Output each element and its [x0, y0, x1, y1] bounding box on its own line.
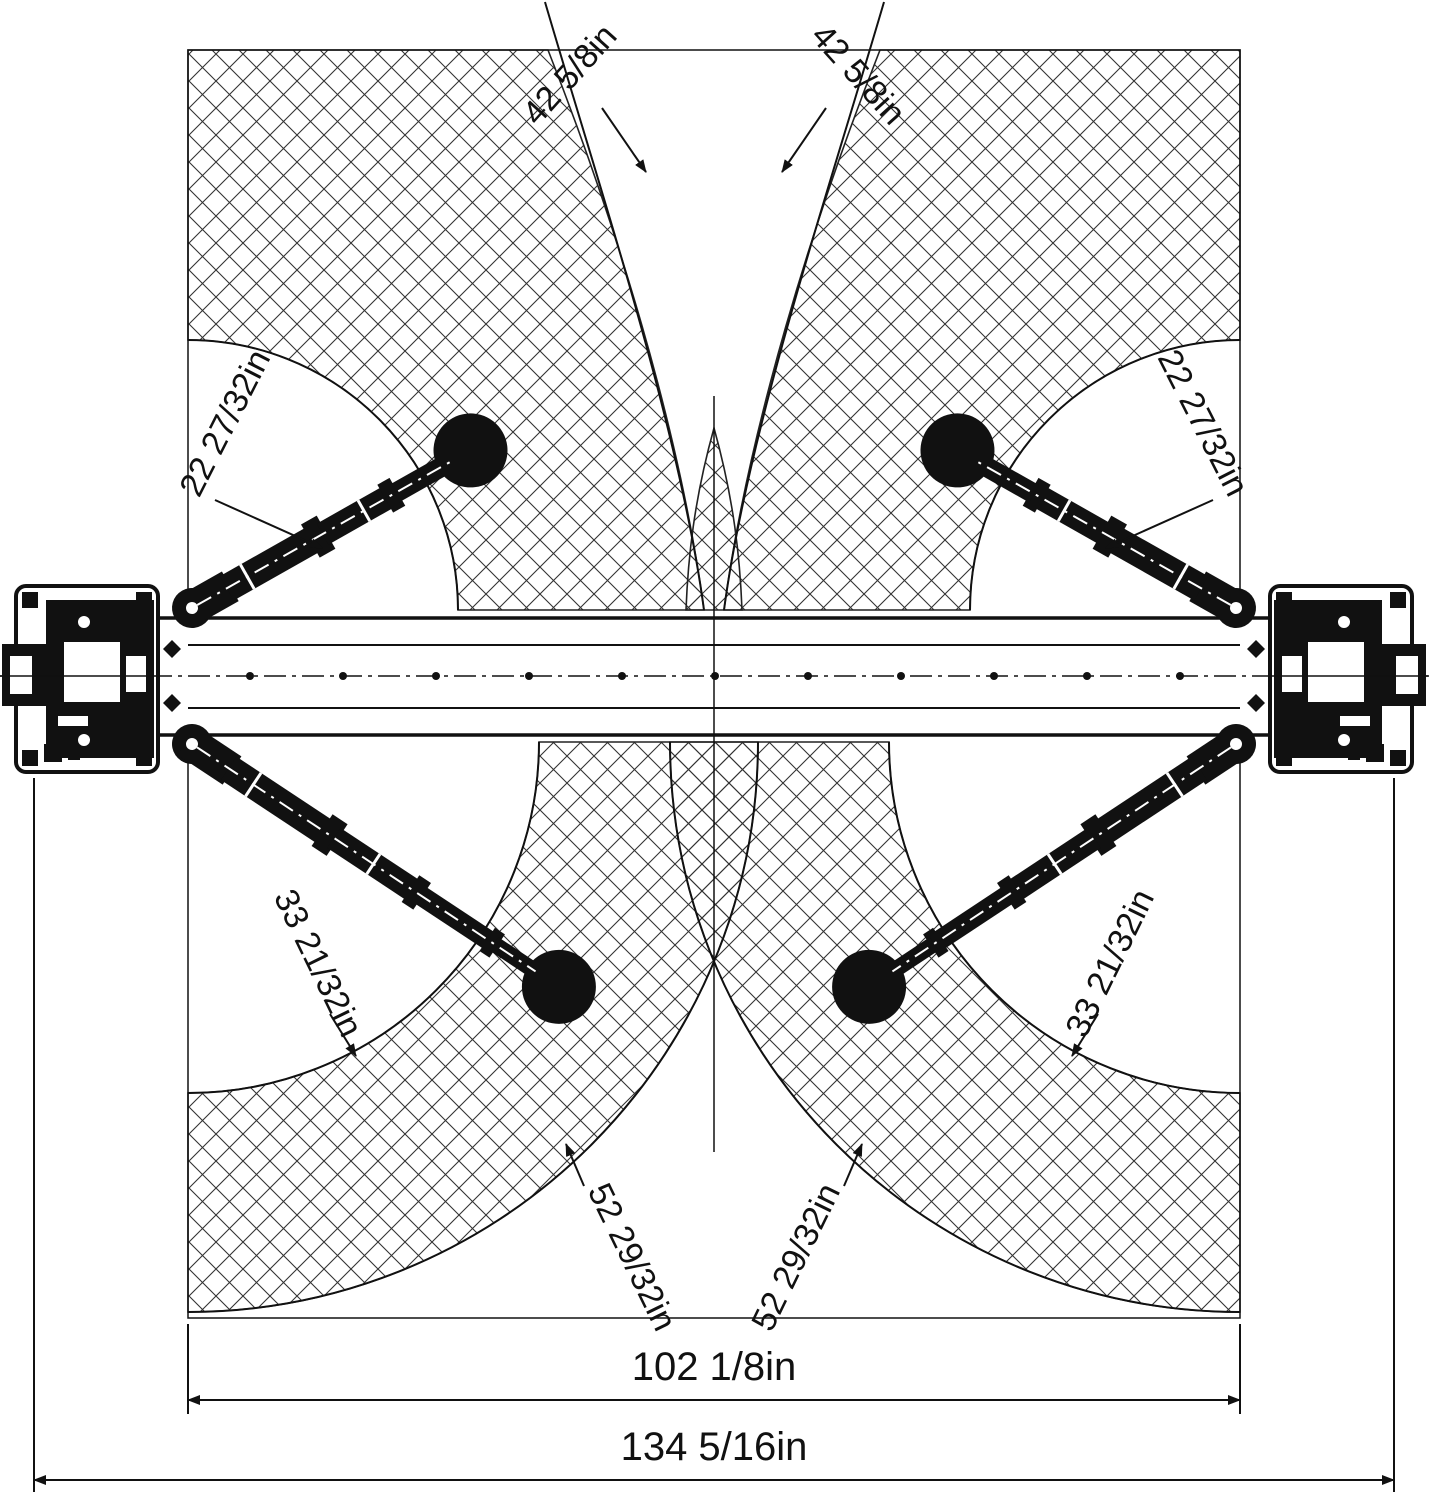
- leader-front-min-left: [214, 499, 323, 549]
- rear-swing-left-label: 52 29/32in: [580, 1177, 684, 1336]
- beam-bolt-holes: [246, 672, 1184, 680]
- rear-min-right-label: 33 21/32in: [1058, 883, 1162, 1042]
- right-post: [1266, 584, 1429, 774]
- inner-width-dimension: [187, 1324, 1241, 1414]
- leader-front-min-right: [1105, 499, 1214, 549]
- rear-min-left-label: 33 21/32in: [266, 883, 370, 1042]
- leader-rear-min-right: [1071, 1013, 1099, 1057]
- front-right-min-arc: [969, 339, 1241, 611]
- inner-width-label: 102 1/8in: [632, 1345, 797, 1389]
- rear-right-sweep-region: [669, 741, 1241, 1313]
- front-left-sweep-region: [187, 49, 705, 611]
- front-left-max-arc: [544, 1, 705, 611]
- beam-lock-markers: [163, 640, 1265, 712]
- overall-width-dimension: [33, 778, 1395, 1492]
- rear-left-sweep-region: [187, 741, 759, 1313]
- rear-right-max-arc: [669, 741, 1241, 1313]
- front-right-max-arc: [723, 1, 885, 611]
- overall-width-label: 134 5/16in: [621, 1425, 808, 1469]
- sweep-envelope-regions: [187, 49, 1241, 1313]
- rear-swing-right-label: 52 29/32in: [744, 1177, 848, 1336]
- leader-lines: [214, 107, 1214, 1187]
- leader-front-swing-right: [781, 107, 827, 173]
- front-right-sweep-region: [723, 49, 1241, 611]
- envelope-arcs: [187, 1, 1241, 1313]
- leader-rear-swing-right: [843, 1143, 863, 1187]
- rear-right-min-arc: [888, 741, 1241, 1094]
- leader-rear-swing-left: [565, 1143, 585, 1187]
- leader-rear-min-left: [329, 1013, 357, 1057]
- leader-front-swing-left: [601, 107, 647, 173]
- left-post: [0, 584, 162, 774]
- rear-left-min-arc: [187, 741, 540, 1094]
- rear-left-max-arc: [187, 741, 759, 1313]
- front-left-min-arc: [187, 339, 459, 611]
